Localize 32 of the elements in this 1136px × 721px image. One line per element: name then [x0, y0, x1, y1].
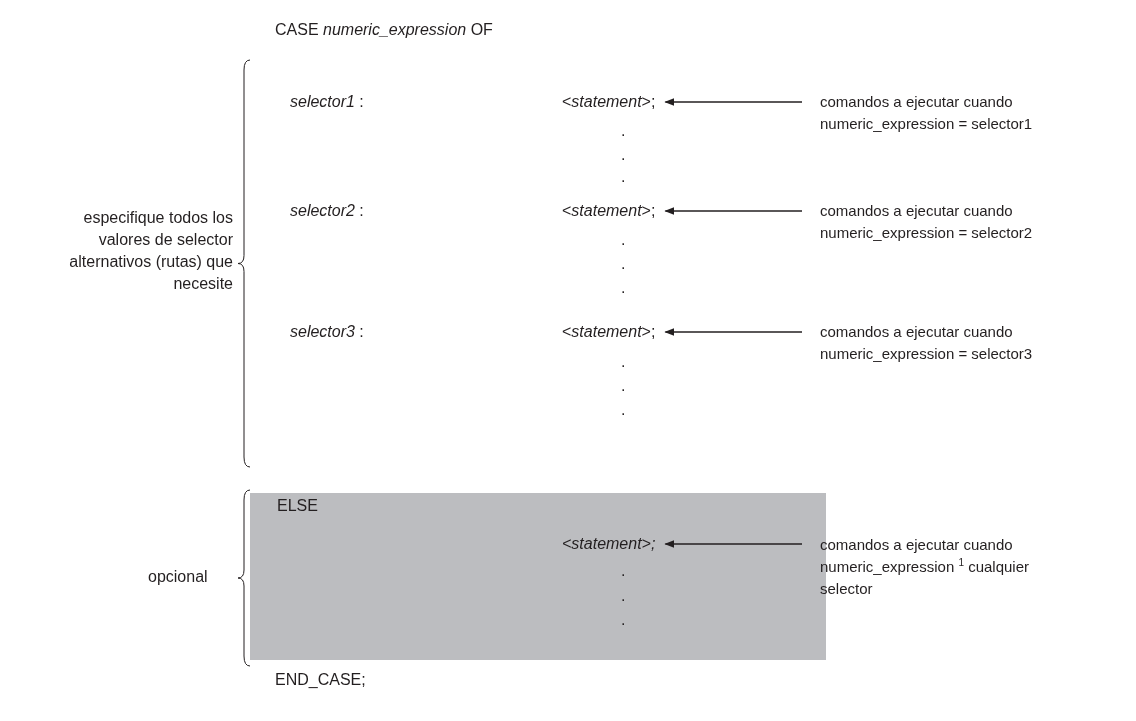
code-text: .: [621, 610, 626, 630]
arrow: [664, 207, 803, 215]
comment-text: comandos a ejecutar cuando numeric_expression = selector1: [820, 91, 1070, 135]
comment-text: comandos a ejecutar cuando numeric_expression $^{1}$ cualquier selector: [820, 534, 1070, 600]
arrow: [664, 328, 803, 336]
arrow: [664, 540, 803, 548]
code-text: CASE numeric_expression OF: [275, 20, 493, 40]
arrow: [664, 98, 803, 106]
code-text: selector2 :: [290, 201, 364, 221]
statement-text: <statement>;: [562, 533, 656, 555]
comment-text: comandos a ejecutar cuando numeric_expression = selector2: [820, 200, 1070, 244]
code-text: .: [621, 561, 626, 581]
code-text: .: [621, 167, 626, 187]
code-text: .: [621, 376, 626, 396]
code-text: .: [621, 254, 626, 274]
code-text: END_CASE;: [275, 670, 366, 690]
statement-text: <statement>;: [562, 321, 656, 343]
code-text: selector3 :: [290, 322, 364, 342]
code-text: selector1 :: [290, 92, 364, 112]
code-text: .: [621, 586, 626, 606]
keyword: ELSE: [277, 496, 318, 516]
code-text: .: [621, 145, 626, 165]
code-text: .: [621, 278, 626, 298]
brace-note: especifique todos los valores de selector alternativos (rutas) que necesite: [68, 208, 233, 294]
code-text: .: [621, 230, 626, 250]
code-text: .: [621, 352, 626, 372]
code-text: .: [621, 400, 626, 420]
brace-note: opcional: [148, 567, 208, 587]
statement-text: <statement>;: [562, 91, 656, 113]
code-text: .: [621, 121, 626, 141]
comment-text: comandos a ejecutar cuando numeric_expression = selector3: [820, 321, 1070, 365]
statement-text: <statement>;: [562, 200, 656, 222]
